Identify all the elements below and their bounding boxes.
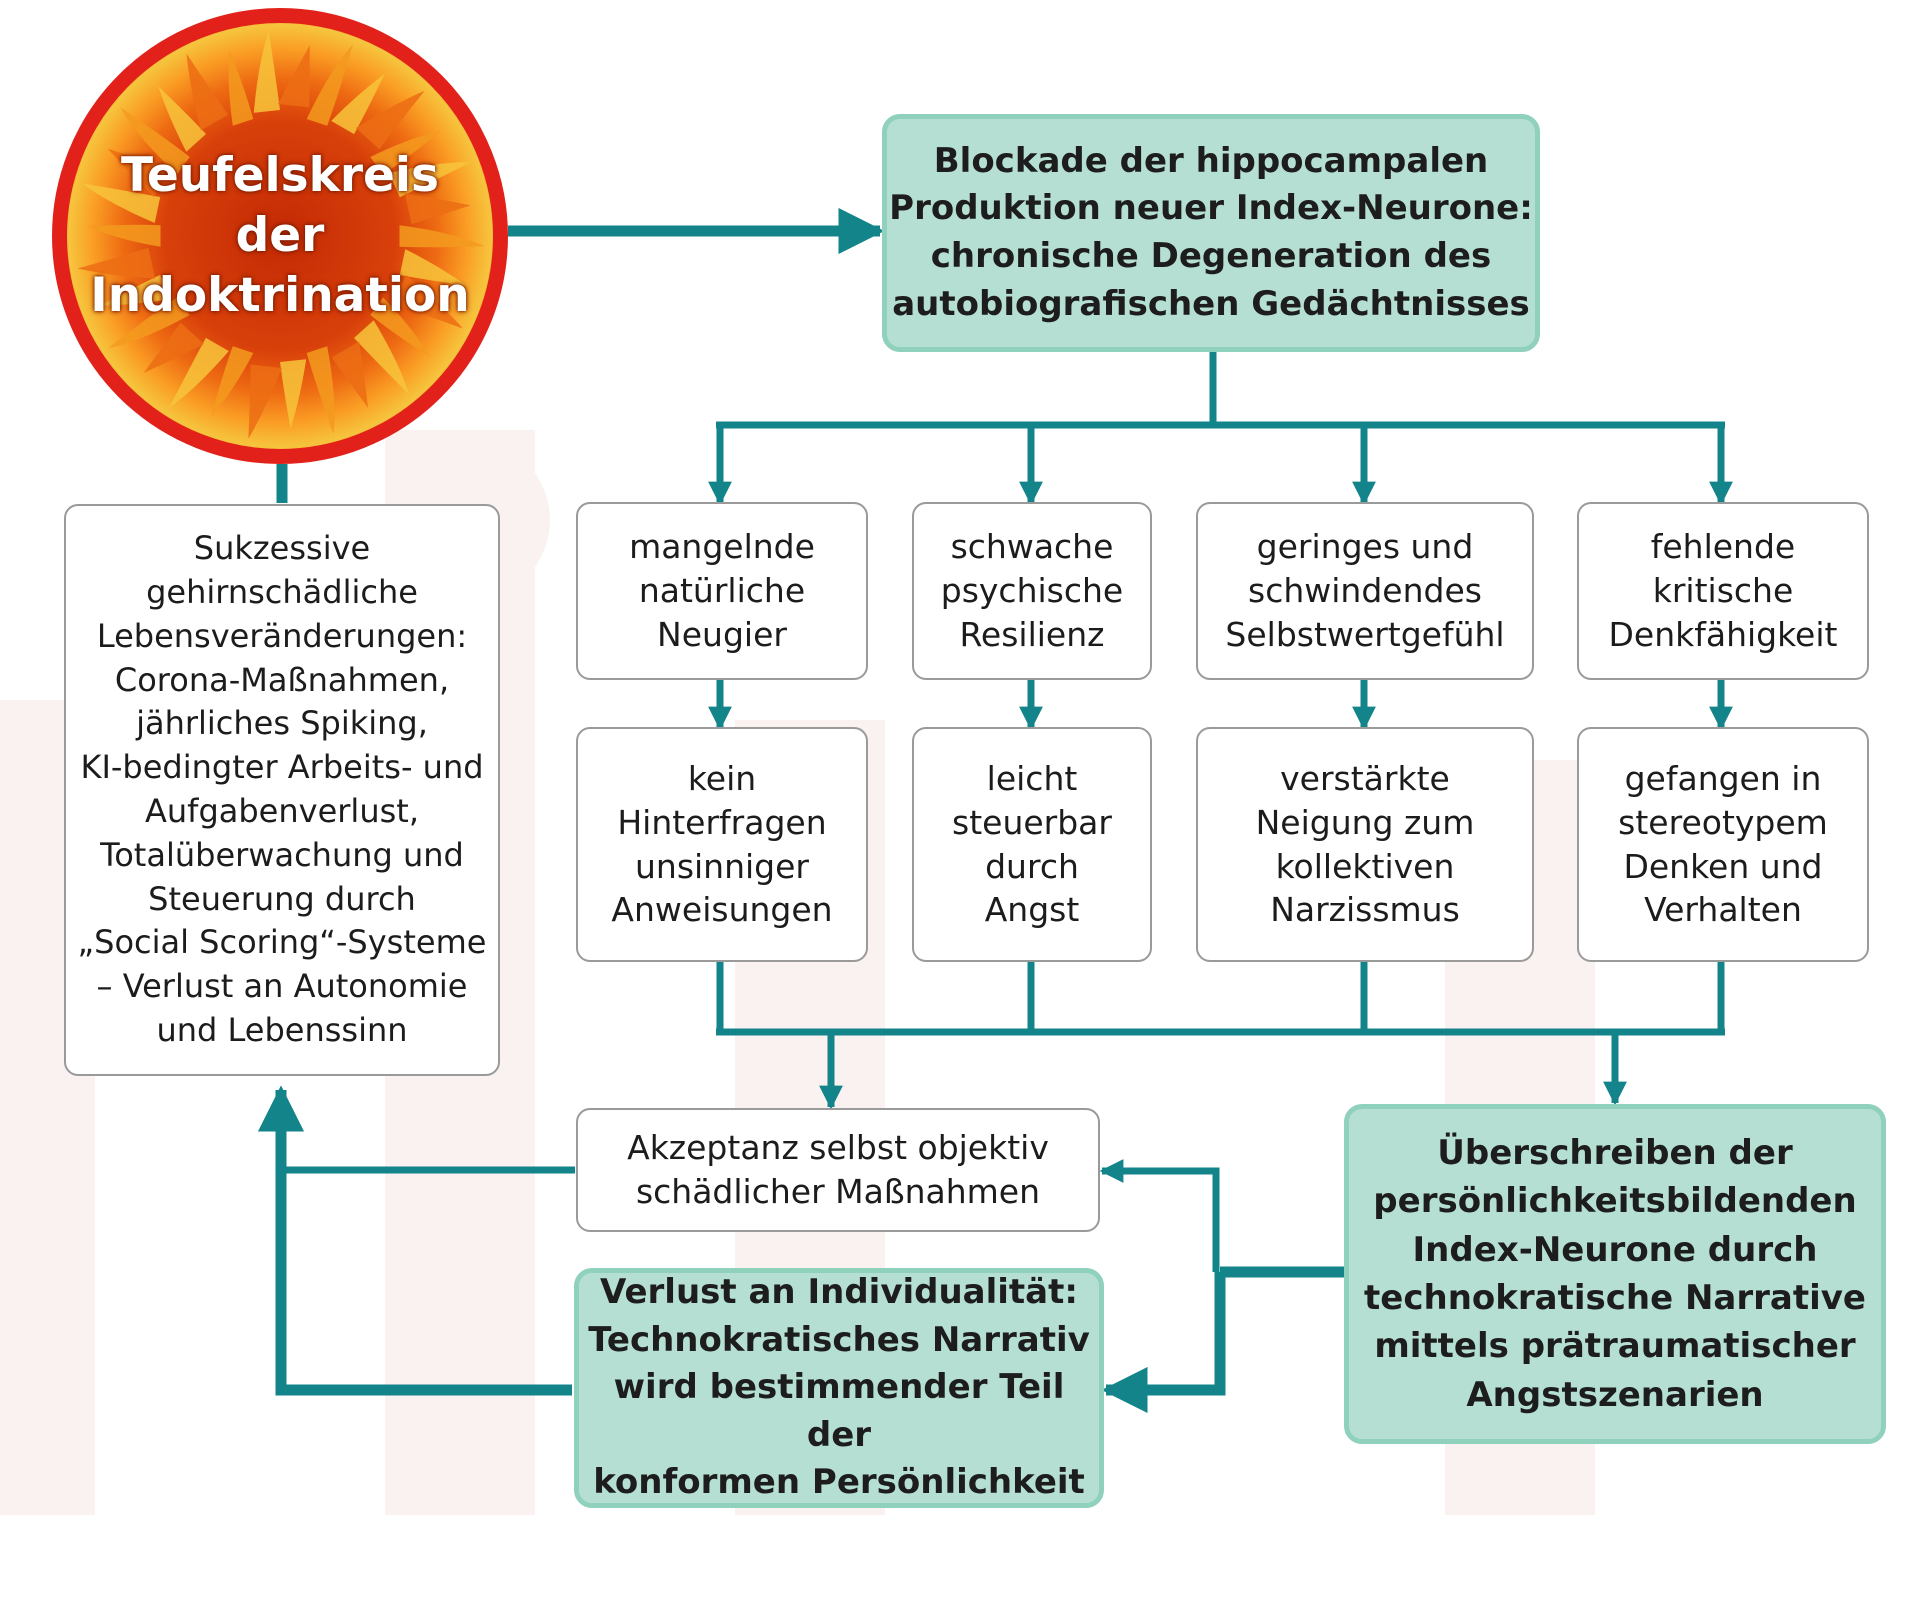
flame-shape	[370, 130, 442, 175]
flame-shape	[306, 346, 335, 434]
consequence-box-stereotypes: gefangen in stereotypem Denken und Verha…	[1577, 727, 1869, 962]
flame-shape	[280, 359, 307, 429]
flame-shape	[399, 225, 485, 248]
flame-ring-decoration	[77, 31, 485, 439]
flame-shape	[389, 162, 472, 198]
flame-shape	[306, 44, 353, 126]
title-circle: Teufelskreis der Indoktrination	[52, 8, 508, 464]
overwrite-neurons-box: Überschreiben der persönlichkeitsbildend…	[1344, 1104, 1886, 1444]
flame-shape	[107, 148, 167, 198]
flame-shape	[81, 183, 161, 223]
flame-shape	[278, 45, 310, 108]
life-changes-box: Sukzessive gehirnschädliche Lebensveränd…	[64, 504, 500, 1076]
flame-shape	[87, 224, 161, 247]
flame-shape	[158, 86, 206, 152]
flame-shape	[248, 364, 282, 439]
flame-shape	[404, 193, 471, 225]
flame-shape	[77, 247, 156, 279]
flame-shape	[108, 297, 190, 349]
flame-shape	[228, 49, 254, 126]
consequence-box-no-questioning: kein Hinterfragen unsinniger Anweisungen	[576, 727, 868, 962]
trait-box-resilience: schwache psychische Resilienz	[912, 502, 1152, 680]
flame-shape	[211, 346, 254, 417]
flame-shape	[370, 297, 431, 358]
consequence-box-collective-narcissism: verstärkte Neigung zum kollektiven Narzi…	[1196, 727, 1534, 962]
trait-box-critical-thinking: fehlende kritische Denkfähigkeit	[1577, 502, 1869, 680]
diagram-title: Teufelskreis der Indoktrination	[90, 147, 470, 324]
flame-shape	[331, 73, 385, 135]
trait-box-self-esteem: geringes und schwindendes Selbstwertgefü…	[1196, 502, 1534, 680]
flame-shape	[186, 53, 229, 131]
flame-shape	[143, 322, 205, 373]
flame-shape	[355, 90, 425, 150]
flame-shape	[168, 337, 229, 409]
flame-shape	[354, 320, 410, 395]
acceptance-box: Akzeptanz selbst objektiv schädlicher Ma…	[576, 1108, 1100, 1232]
flame-shape	[100, 274, 171, 306]
loss-of-individuality-box: Verlust an Individualität: Technokratisc…	[574, 1268, 1104, 1508]
flame-shape	[120, 107, 190, 175]
flame-shape	[253, 31, 280, 113]
flame-shape	[399, 249, 467, 286]
hippocampal-blockade-box: Blockade der hippocampalen Produktion ne…	[882, 114, 1540, 352]
flame-shape	[331, 341, 368, 408]
consequence-box-fear-steerable: leicht steuerbar durch Angst	[912, 727, 1152, 962]
trait-box-curiosity: mangelnde natürliche Neugier	[576, 502, 868, 680]
flame-shape	[393, 274, 463, 329]
